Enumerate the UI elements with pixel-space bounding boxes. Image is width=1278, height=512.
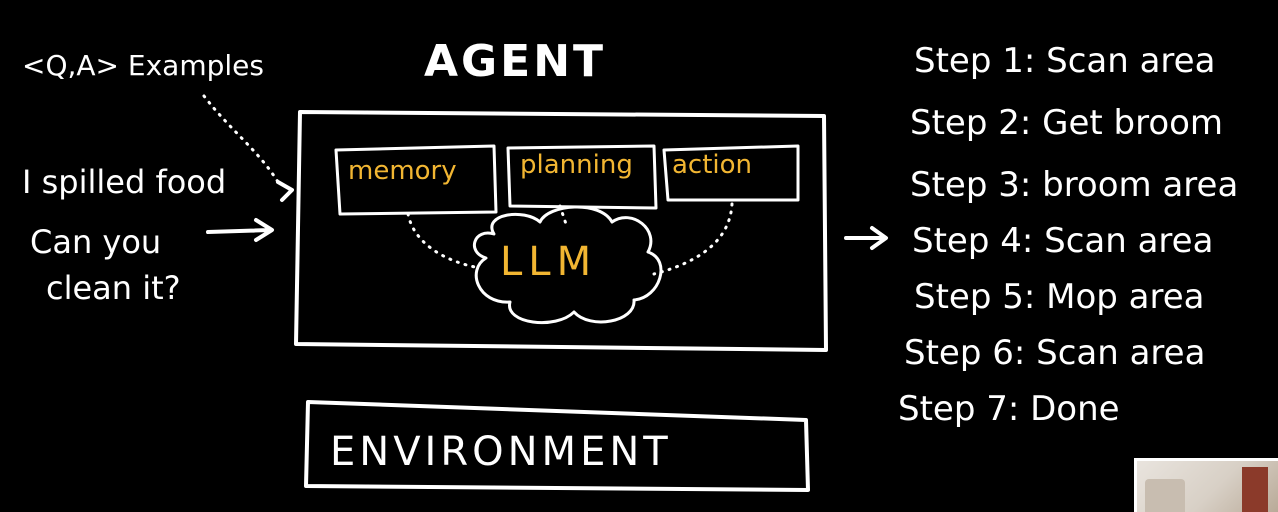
planning-llm-link [558,204,568,226]
environment-label: ENVIRONMENT [330,429,672,475]
user-query-line-1: I spilled food [22,163,227,201]
step-item: Step 4: Scan area [912,221,1214,261]
step-item: Step 5: Mop area [914,277,1205,317]
action-box [662,144,800,202]
action-module-label: action [672,150,753,180]
agent-box [294,110,828,352]
planning-box [506,144,658,210]
output-arrow [844,226,888,250]
memory-llm-link [406,212,482,270]
step-item: Step 6: Scan area [904,333,1206,373]
presenter-video-thumbnail [1134,458,1278,512]
user-query-line-2: Can you [30,223,162,261]
step-item: Step 1: Scan area [914,41,1216,81]
action-llm-link [652,202,734,276]
llm-label: LLM [500,239,598,285]
memory-box [334,144,498,216]
input-arrow [206,218,274,242]
step-item: Step 7: Done [898,389,1120,429]
thumbnail-shade [1145,479,1185,512]
user-query-line-3: clean it? [46,269,181,307]
thumbnail-door [1242,467,1268,512]
examples-arrowhead [276,180,294,202]
examples-label: <Q,A> Examples [22,49,264,82]
llm-cloud [473,205,663,325]
planning-module-label: planning [520,150,633,180]
memory-module-label: memory [348,156,457,186]
environment-box [304,400,810,492]
step-item: Step 3: broom area [910,165,1239,205]
step-item: Step 2: Get broom [910,103,1224,143]
agent-title: AGENT [424,36,607,87]
